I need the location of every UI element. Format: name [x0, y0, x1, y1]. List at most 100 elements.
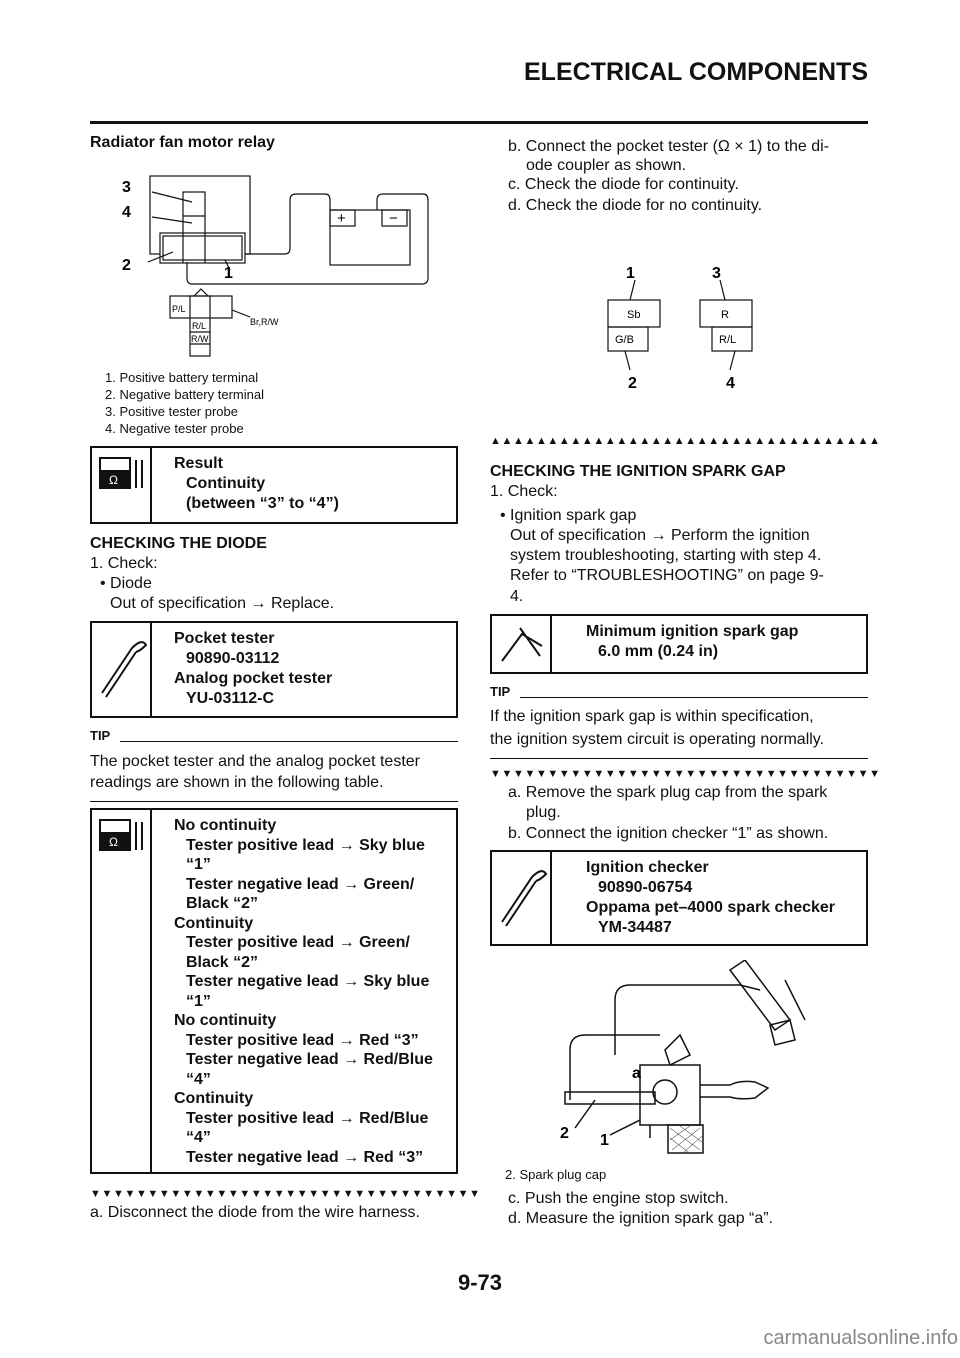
table-line: Tester negative lead → Red “3”: [186, 1148, 424, 1166]
table-line: Tester negative lead → Red/Blue: [186, 1051, 433, 1068]
legend-item: 1. Positive battery terminal: [105, 370, 259, 385]
callout-2: 2: [628, 375, 637, 390]
relay-test-diagram: 3 4 2 1 + − P/L R/L R/W Br,R/W: [122, 175, 429, 357]
diode-step: 1. Check:: [90, 555, 158, 572]
step: c. Check the diode for continuity.: [508, 176, 739, 193]
legend-item: 2. Negative battery terminal: [105, 387, 264, 402]
spec-label: Minimum ignition spark gap: [586, 623, 799, 640]
spark-step: Out of specification → Perform the ignit…: [510, 527, 810, 544]
spark-heading: CHECKING THE IGNITION SPARK GAP: [490, 463, 786, 480]
section-title: Radiator fan motor relay: [90, 134, 275, 151]
table-line: Black “2”: [186, 895, 259, 912]
tool-name: Oppama pet–4000 spark checker: [586, 899, 836, 916]
spark-step: 4.: [510, 588, 524, 605]
end-markers: ▼▼▼▼▼▼▼▼▼▼▼▼▼▼▼▼▼▼▼▼▼▼▼▼▼▼▼▼▼▼▼▼▼▼: [90, 1188, 481, 1200]
table-line: Continuity: [174, 914, 254, 932]
tip-text: If the ignition spark gap is within spec…: [490, 708, 814, 725]
tool-number: YM-34487: [598, 919, 672, 936]
battery-minus: −: [389, 210, 398, 227]
page-header-title: ELECTRICAL COMPONENTS: [524, 58, 868, 86]
spark-step: 1. Check:: [490, 483, 558, 500]
page-number: 9-73: [457, 1270, 503, 1295]
step: c. Push the engine stop switch.: [508, 1190, 729, 1207]
tool-number: YU-03112-C: [186, 690, 275, 707]
spec-value: 6.0 mm (0.24 in): [598, 643, 719, 660]
tip-text: readings are shown in the following tabl…: [90, 774, 384, 791]
tool-box: Pocket tester 90890-03112 Analog pocket …: [90, 621, 458, 718]
legend-item: 3. Positive tester probe: [105, 404, 238, 419]
multimeter-icon: Ω: [92, 810, 152, 1172]
ignition-checker-illustration: a 2 1: [560, 960, 806, 1154]
tool-icon: [92, 623, 152, 716]
step: d. Check the diode for no continuity.: [508, 197, 763, 214]
cell-gb: G/B: [615, 334, 634, 346]
end-markers: ▼▼▼▼▼▼▼▼▼▼▼▼▼▼▼▼▼▼▼▼▼▼▼▼▼▼▼▼▼▼▼▼▼▼: [490, 768, 881, 780]
callout-4: 4: [726, 375, 735, 390]
table-line: Black “2”: [186, 953, 259, 971]
caliper-icon: [492, 616, 552, 672]
battery-plus: +: [337, 210, 346, 227]
cell-sb: Sb: [627, 309, 640, 321]
cell-rl: R/L: [719, 334, 736, 346]
callout-2: 2: [122, 257, 131, 274]
tip-end-rule: [490, 758, 868, 759]
tool-name: Pocket tester: [174, 630, 275, 647]
callout-1: 1: [626, 265, 635, 282]
header-rule: [90, 121, 868, 124]
table-line: “1”: [186, 992, 211, 1010]
tip-rule: [120, 741, 458, 742]
tool-name: Analog pocket tester: [174, 670, 333, 687]
connector-rl: R/L: [192, 321, 206, 331]
table-line: Tester positive lead → Red/Blue: [186, 1109, 429, 1127]
tool-icon: [492, 852, 552, 944]
tool-box: Ignition checker 90890-06754 Oppama pet–…: [490, 850, 868, 946]
tip-rule: [520, 697, 868, 698]
tip-end-rule: [90, 801, 458, 802]
callout-a: a: [632, 1065, 641, 1082]
multimeter-icon: Ω: [92, 448, 152, 522]
spark-step: Refer to “TROUBLESHOOTING” on page 9-: [510, 567, 824, 584]
diode-step: Out of specification → Replace.: [110, 595, 335, 612]
table-line: Tester positive lead → Sky blue: [186, 836, 425, 854]
spark-step: system troubleshooting, starting with st…: [510, 547, 822, 564]
tip-text: The pocket tester and the analog pocket …: [90, 753, 420, 770]
tip-text: the ignition system circuit is operating…: [490, 731, 825, 748]
table-line: Tester positive lead → Green/: [186, 934, 410, 951]
diode-step: • Diode: [100, 575, 152, 592]
table-line: Tester negative lead → Sky blue: [186, 973, 430, 990]
callout-3: 3: [712, 265, 721, 282]
legend-item: 4. Negative tester probe: [105, 421, 244, 436]
table-line: Continuity: [174, 1090, 254, 1107]
callout-2: 2: [560, 1125, 569, 1142]
connector-rw: R/W: [191, 334, 209, 344]
tool-number: 90890-03112: [186, 650, 280, 667]
table-line: No continuity: [174, 1012, 277, 1029]
spec-box: Minimum ignition spark gap 6.0 mm (0.24 …: [490, 614, 868, 674]
table-line: Tester negative lead → Green/: [186, 875, 415, 893]
result-value: Continuity: [186, 475, 266, 492]
table-line: Tester positive lead → Red “3”: [186, 1031, 419, 1049]
tool-name: Ignition checker: [586, 859, 709, 876]
tip-label: TIP: [90, 728, 111, 743]
connector-pl: P/L: [172, 304, 186, 314]
step: a. Remove the spark plug cap from the sp…: [508, 784, 828, 801]
spark-step: • Ignition spark gap: [500, 507, 637, 524]
step: b. Connect the ignition checker “1” as s…: [508, 825, 829, 842]
svg-text:Ω: Ω: [109, 835, 118, 849]
tool-number: 90890-06754: [598, 879, 693, 896]
result-label: Result: [174, 455, 223, 472]
watermark: carmanualsonline.info: [763, 1327, 958, 1349]
start-markers: ▲▲▲▲▲▲▲▲▲▲▲▲▲▲▲▲▲▲▲▲▲▲▲▲▲▲▲▲▲▲▲▲▲▲: [490, 435, 881, 447]
step: d. Measure the ignition spark gap “a”.: [508, 1210, 774, 1227]
table-line: “4”: [186, 1070, 211, 1088]
step: plug.: [526, 804, 561, 821]
table-line: No continuity: [174, 817, 277, 834]
callout-3: 3: [122, 179, 131, 196]
result-box: Ω Result Continuity (between “3” to “4”): [90, 446, 458, 524]
diode-coupler-diagram: 1 3 2 4 Sb G/B R R/L: [607, 265, 753, 390]
tip-label: TIP: [490, 684, 511, 699]
wire-label: Br,R/W: [250, 317, 279, 327]
figure-legend: 1. Positive battery terminal 2. Negative…: [105, 369, 264, 437]
